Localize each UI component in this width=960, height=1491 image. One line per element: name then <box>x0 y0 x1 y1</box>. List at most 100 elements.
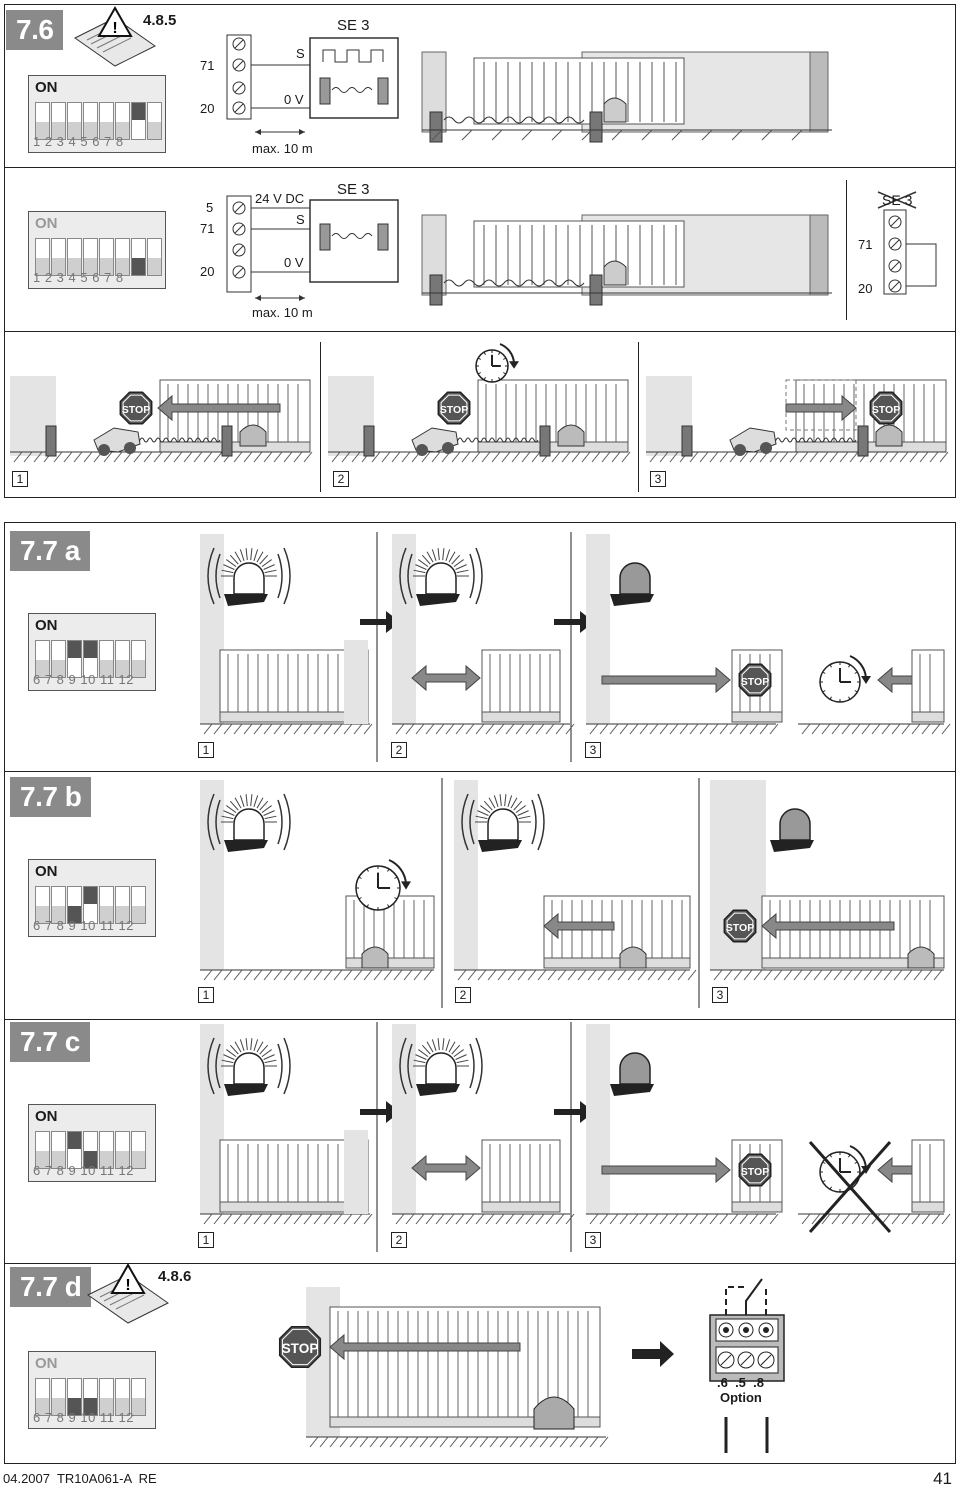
option-terminal-block <box>709 1278 785 1453</box>
stop-label: STOP <box>282 1341 319 1356</box>
ground <box>798 1213 951 1225</box>
step-3: 3 <box>585 1232 601 1248</box>
option-pins-label: .6 .5 .8 <box>717 1375 764 1390</box>
dip-switch-7 <box>51 886 66 924</box>
dip-switch-7 <box>51 1131 66 1169</box>
dip-switch-block: ON 1 2 3 4 5 6 7 8 <box>28 211 166 289</box>
ground <box>646 451 949 463</box>
wall <box>392 1024 416 1214</box>
stop-icon: STOP <box>738 1153 772 1187</box>
direction-arrow <box>157 394 281 422</box>
dip-switch-11 <box>115 1378 130 1416</box>
ground <box>454 969 697 981</box>
dip-switch-10 <box>99 640 114 678</box>
gate-ghost-outline <box>785 379 857 431</box>
step-2: 2 <box>391 1232 407 1248</box>
direction-arrow <box>785 394 857 422</box>
direction-arrow <box>411 664 481 692</box>
next-step-arrow <box>632 1341 674 1367</box>
terminal-71: 71 <box>200 58 215 73</box>
section-label-7-7b: 7.7 b <box>10 777 92 817</box>
next-step-arrow <box>360 1101 400 1123</box>
gate-scene <box>421 214 832 306</box>
divider <box>5 331 955 332</box>
divider <box>5 167 955 168</box>
terminal-20: 20 <box>858 281 873 296</box>
wall <box>586 1024 610 1214</box>
wall <box>200 780 224 970</box>
robot-mower-icon <box>93 427 141 456</box>
divider <box>5 771 955 772</box>
warning-light-flashing-icon <box>461 793 545 852</box>
svg-text:!: ! <box>112 20 117 37</box>
sliding-gate <box>543 895 691 969</box>
se3-label: SE 3 <box>337 17 370 34</box>
photocell-post <box>363 425 375 457</box>
sliding-gate <box>329 1306 601 1428</box>
step-2: 2 <box>455 987 471 1003</box>
sliding-gate <box>159 379 311 453</box>
photocell-post <box>681 425 693 457</box>
wall <box>344 1130 368 1214</box>
step-3: 3 <box>712 987 728 1003</box>
sliding-gate <box>219 649 369 723</box>
next-step-arrow <box>360 611 400 633</box>
dip-switch-10 <box>99 886 114 924</box>
next-step-arrow <box>554 1101 594 1123</box>
vertical-divider <box>846 180 847 320</box>
stop-label: STOP <box>872 404 900 416</box>
stop-icon: STOP <box>278 1325 322 1369</box>
dip-on-label: ON <box>35 1108 58 1125</box>
reference-4-8-5: 4.8.5 <box>143 12 177 29</box>
divider <box>5 1263 955 1264</box>
dip-switch-11 <box>115 886 130 924</box>
se3-crossed-label: SE 3 <box>882 192 913 208</box>
ground <box>710 969 944 981</box>
sliding-gate <box>481 1139 561 1213</box>
stop-icon: STOP <box>437 391 471 425</box>
dip-switch-7 <box>51 1378 66 1416</box>
wiring-diagram-se3 <box>226 34 399 135</box>
photocell-post <box>857 425 869 457</box>
wall <box>586 534 610 724</box>
step-1: 1 <box>12 471 28 487</box>
wall <box>392 534 416 724</box>
warning-light-icon <box>610 1052 654 1096</box>
wall <box>454 780 478 970</box>
gate-motor <box>875 424 903 447</box>
stop-icon: STOP <box>119 391 153 425</box>
vertical-divider <box>320 342 321 492</box>
dip-switch-6 <box>35 1131 50 1169</box>
gate-motor <box>533 1396 575 1430</box>
dip-switch-9 <box>83 1131 98 1169</box>
warning-light-flashing-icon <box>207 547 291 606</box>
stop-icon: STOP <box>723 909 757 943</box>
dip-switch-6 <box>35 640 50 678</box>
dip-on-label: ON <box>35 215 58 232</box>
gate-motor <box>619 946 647 969</box>
stop-label: STOP <box>726 922 754 934</box>
direction-arrow <box>411 1154 481 1182</box>
ground <box>328 451 631 463</box>
warning-light-flashing-icon <box>399 547 483 606</box>
step-1: 1 <box>198 742 214 758</box>
robot-mower-icon <box>411 427 459 456</box>
dip-switch-7 <box>51 640 66 678</box>
dip-switch-12 <box>131 886 146 924</box>
direction-arrow <box>543 912 615 940</box>
gate-motor <box>361 946 389 969</box>
terminal-20: 20 <box>200 264 215 279</box>
dip-switch-8 <box>67 1131 82 1169</box>
section-label-7-7d: 7.7 d <box>10 1267 92 1307</box>
dip-switch-12 <box>131 1378 146 1416</box>
step-2: 2 <box>391 742 407 758</box>
ground <box>586 723 779 735</box>
warning-light-flashing-icon <box>207 793 291 852</box>
terminal-71: 71 <box>858 237 873 252</box>
ground <box>200 723 373 735</box>
reference-4-8-6: 4.8.6 <box>158 1268 192 1285</box>
gate-motor <box>239 424 267 447</box>
